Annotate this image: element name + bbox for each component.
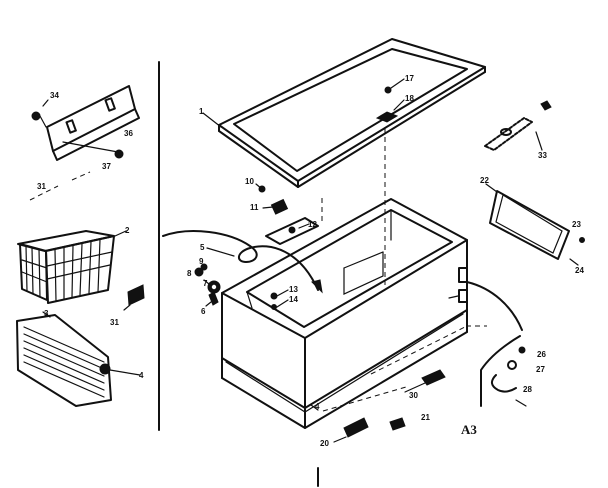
label-part-4-bottom: 4 [315,402,320,411]
label-part-23: 23 [572,220,581,229]
hinge-cover [484,100,552,151]
label-part-27: 27 [536,365,545,374]
label-part-8: 8 [187,269,192,278]
lock-bracket [322,386,407,443]
label-part-22: 22 [480,176,489,185]
label-part-12: 12 [308,220,317,229]
label-part-21: 21 [421,413,430,422]
capillary-tube [162,230,319,291]
label-part-24: 24 [575,266,584,275]
label-part-10: 10 [245,177,254,186]
label-part-6: 6 [201,307,206,316]
label-part-26: 26 [537,350,546,359]
label-part-7: 7 [203,279,208,288]
label-part-9: 9 [199,257,204,266]
electrical-assembly [480,335,527,407]
wire-basket [17,230,145,311]
label-part-33: 33 [538,151,547,160]
label-part-31-top: 31 [37,182,46,191]
label-part-4-left: 4 [139,371,144,380]
label-part-36: 36 [124,129,133,138]
diagram-code: A3 [461,422,477,437]
label-part-34: 34 [50,91,59,100]
label-part-31-bottom: 31 [110,318,119,327]
label-part-13: 13 [289,285,298,294]
thermostat-bracket [255,183,323,245]
label-part-30: 30 [409,391,418,400]
label-part-28: 28 [523,385,532,394]
rear-grille [16,311,141,407]
label-part-37: 37 [102,162,111,171]
label-part-2: 2 [125,226,130,235]
back-panel [485,183,585,266]
lid-screw [375,78,405,123]
label-part-20: 20 [320,439,329,448]
kick-plate [404,369,446,393]
label-part-18: 18 [405,94,414,103]
label-part-3: 3 [44,309,49,318]
thermostat-knob [194,263,221,307]
label-part-17: 17 [405,74,414,83]
label-part-14: 14 [289,295,298,304]
label-part-1: 1 [199,107,204,116]
label-part-5: 5 [200,243,205,252]
hinge-assembly [448,267,468,303]
label-part-11: 11 [250,203,259,212]
freezer-cabinet [221,198,468,429]
divider-rail [31,85,140,161]
power-cord [466,281,523,331]
lid-frame [218,38,486,188]
